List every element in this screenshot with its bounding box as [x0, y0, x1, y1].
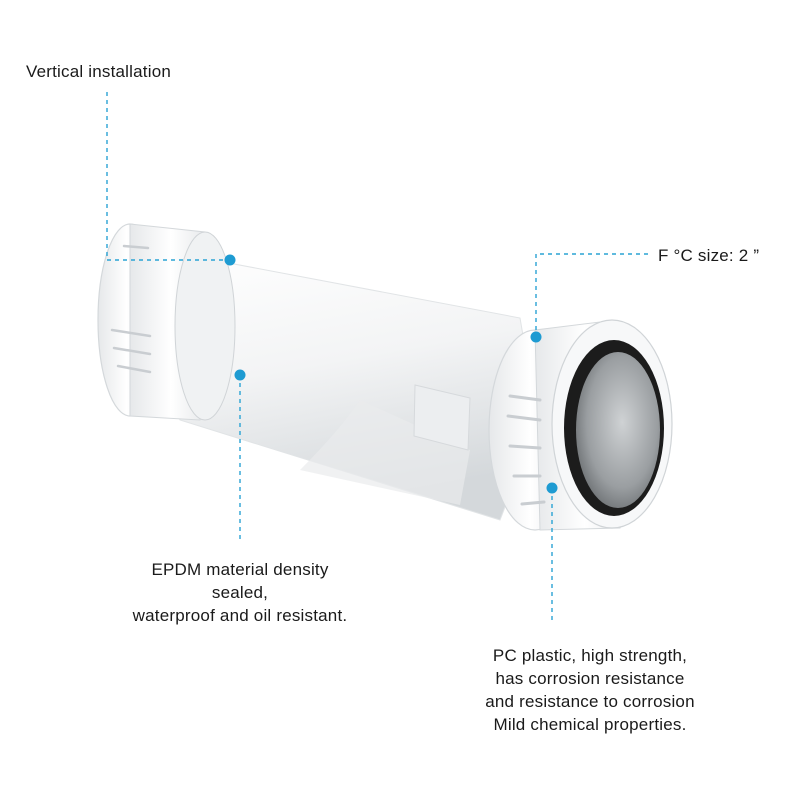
dot-vertical-installation [224, 254, 236, 266]
pc-line-2: has corrosion resistance [495, 669, 685, 688]
callout-vertical-installation: Vertical installation [26, 62, 171, 81]
pc-line-4: Mild chemical properties. [493, 715, 687, 734]
callout-pc-plastic: PC plastic, high strength, has corrosion… [440, 644, 740, 736]
epdm-line-2: sealed, [211, 583, 269, 602]
leader-size [535, 253, 648, 336]
dot-size [530, 331, 542, 343]
leader-vertical-installation [106, 92, 230, 261]
dot-pc-plastic [546, 482, 558, 494]
pc-line-3: and resistance to corrosion [485, 692, 695, 711]
epdm-line-1: EPDM material density [151, 560, 329, 579]
callout-dots [224, 254, 558, 494]
epdm-line-3: waterproof and oil resistant. [132, 606, 348, 625]
pipe-body [155, 249, 528, 521]
callout-epdm: EPDM material density sealed, waterproof… [100, 558, 380, 627]
pc-line-1: PC plastic, high strength, [492, 646, 688, 665]
callout-size: F °C size: 2 ” [658, 246, 760, 265]
dot-epdm [234, 369, 246, 381]
bore-opening [564, 340, 664, 516]
leader-lines [106, 92, 648, 620]
left-nut [97, 223, 236, 421]
